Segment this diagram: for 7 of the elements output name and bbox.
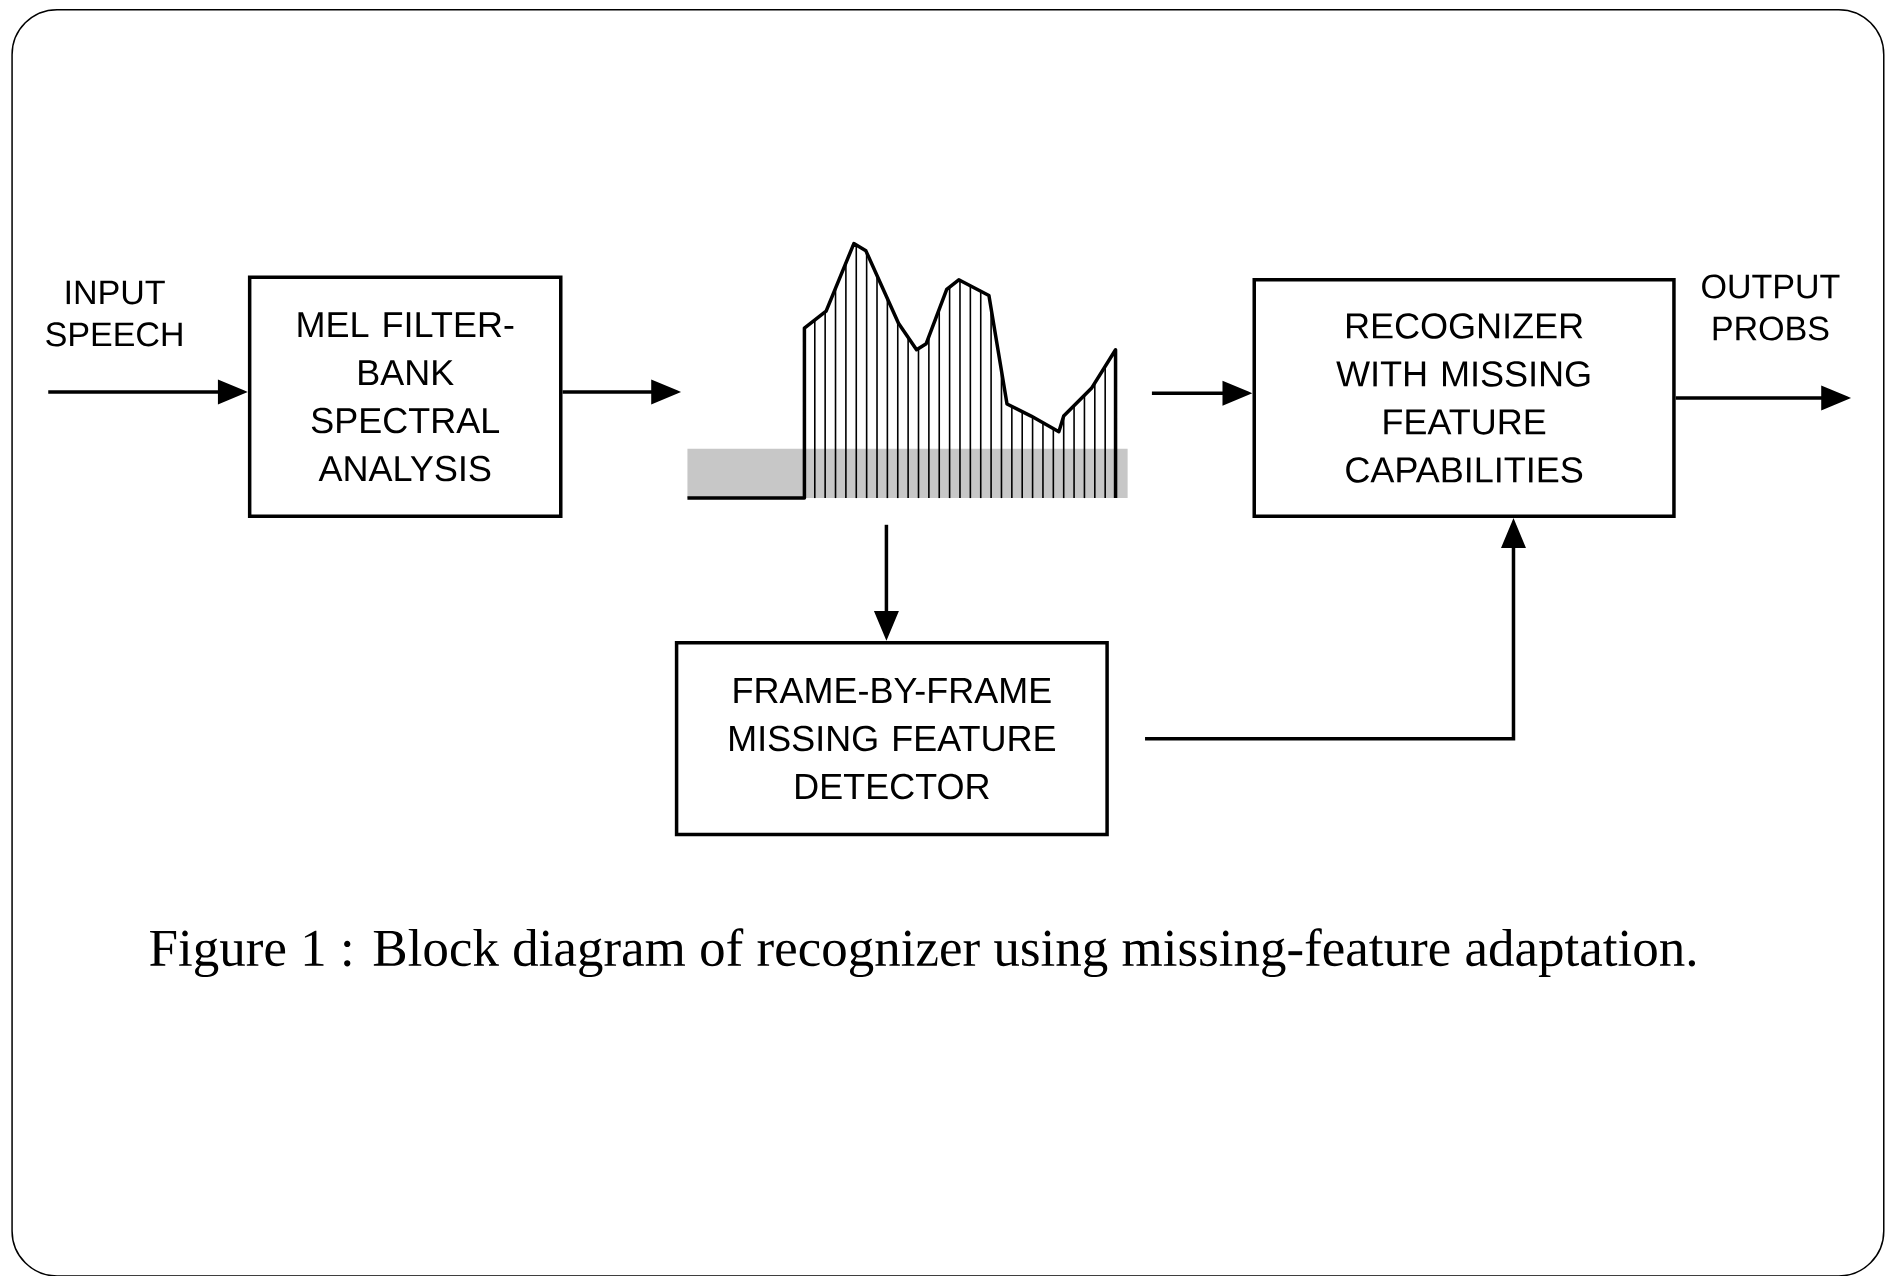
caption: Figure 1 : Block diagram of recognizer using missing-feature adaptation. bbox=[150, 928, 1695, 978]
process-box: RECOGNIZER WITH MISSING FEATURE CAPABILITIES bbox=[1252, 278, 1676, 518]
process-box: MEL FILTER-BANK SPECTRAL ANALYSIS bbox=[247, 275, 563, 518]
spectrum-drawing bbox=[687, 241, 1128, 500]
edge-label: INPUT SPEECH bbox=[46, 280, 182, 347]
process-box: FRAME-BY-FRAME MISSING FEATURE DETECTOR bbox=[674, 641, 1109, 837]
edge-label: OUTPUT PROBS bbox=[1702, 274, 1840, 341]
